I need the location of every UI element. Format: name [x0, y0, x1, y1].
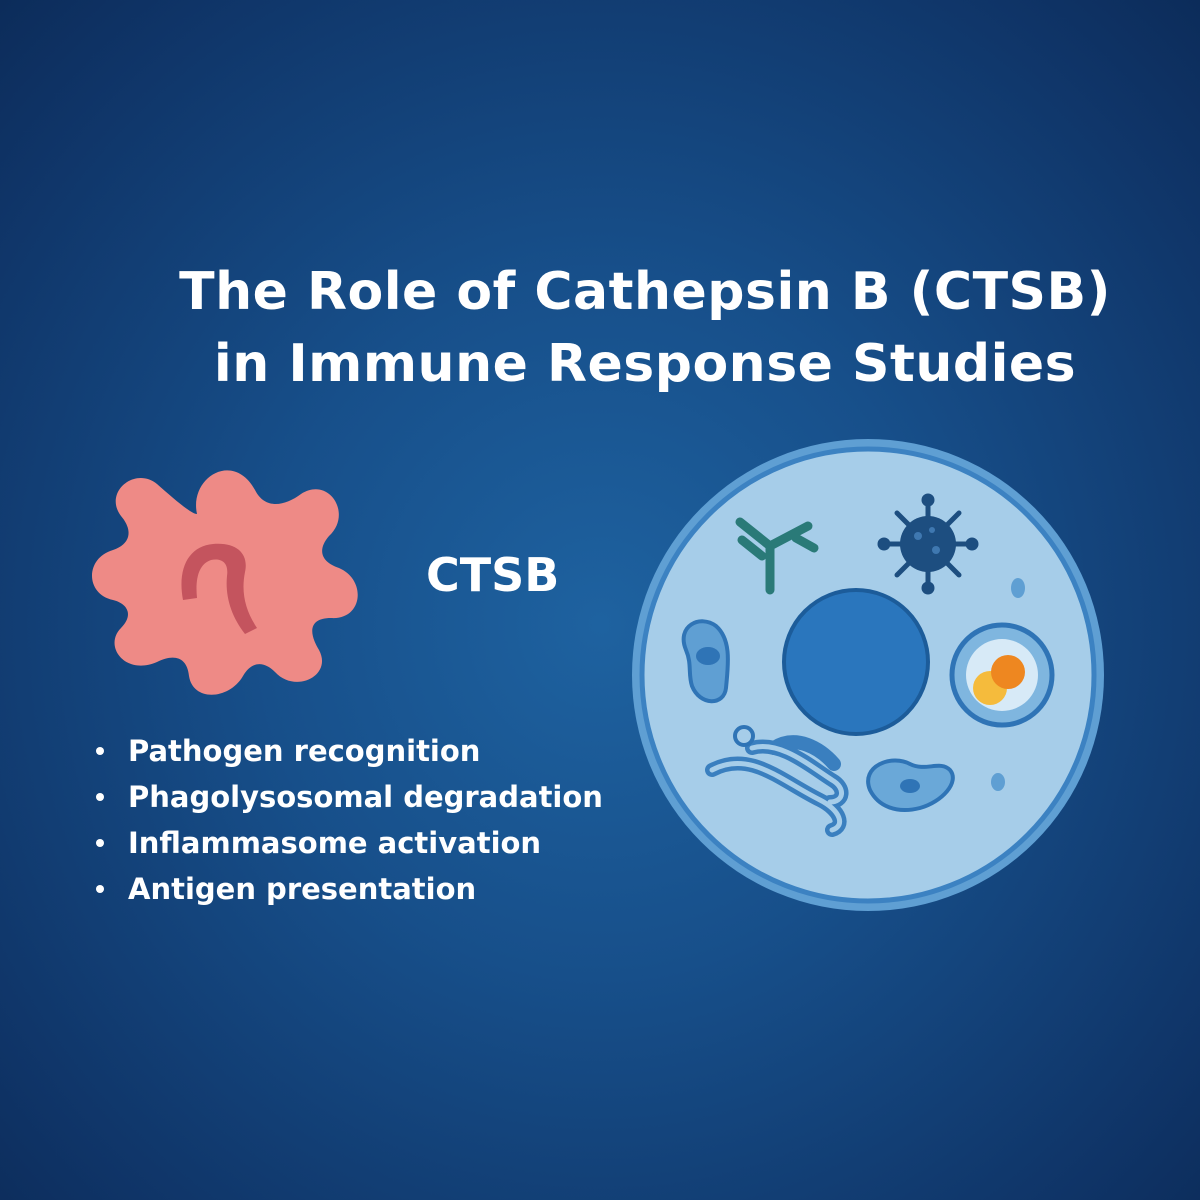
page-title: The Role of Cathepsin B (CTSB) in Immune… — [0, 256, 1200, 400]
bullet-text: Phagolysosomal degradation — [128, 780, 603, 814]
ctsb-label: CTSB — [426, 548, 560, 602]
bullet-list: Pathogen recognition Phagolysosomal degr… — [96, 728, 603, 912]
cell-icon — [632, 439, 1104, 911]
antibody-icon — [735, 517, 819, 595]
lysosome-icon — [949, 622, 1055, 728]
title-line-2: in Immune Response Studies — [213, 334, 1077, 394]
title-line-1: The Role of Cathepsin B (CTSB) — [179, 262, 1111, 322]
mitochondrion-icon — [681, 619, 730, 704]
bullet-text: Antigen presentation — [128, 872, 477, 906]
bullet-text: Pathogen recognition — [128, 734, 481, 768]
vesicle-icon — [866, 758, 955, 812]
bullet-dot-icon — [96, 793, 104, 801]
list-item: Inflammasome activation — [96, 820, 603, 866]
nucleus-icon — [782, 588, 930, 736]
bullet-dot-icon — [96, 747, 104, 755]
bullet-dot-icon — [96, 885, 104, 893]
vesicle-icon — [733, 725, 755, 747]
macrophage-icon — [92, 470, 358, 695]
list-item: Antigen presentation — [96, 866, 603, 912]
list-item: Phagolysosomal degradation — [96, 774, 603, 820]
bullet-dot-icon — [96, 839, 104, 847]
virus-icon — [877, 493, 979, 595]
list-item: Pathogen recognition — [96, 728, 603, 774]
bullet-text: Inflammasome activation — [128, 826, 542, 860]
